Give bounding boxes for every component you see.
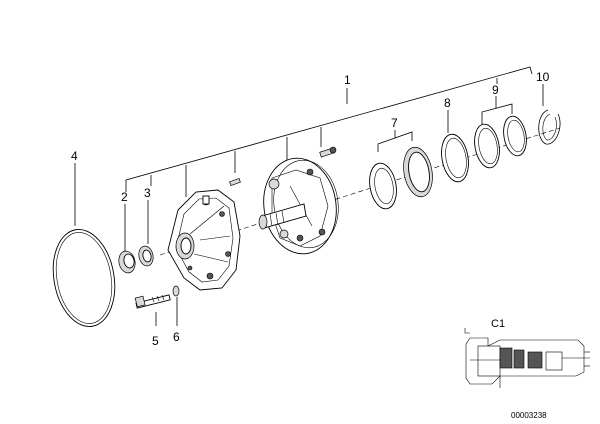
snap-ring-10 (538, 109, 561, 145)
callout-2: 2 (121, 190, 128, 204)
small-screw (319, 146, 337, 158)
inset-transmission: C1 (464, 318, 590, 388)
pump-housing-cover (167, 189, 241, 291)
callout-4: 4 (71, 149, 78, 163)
callouts: 1 2 3 4 5 6 7 8 9 10 (71, 70, 550, 348)
shaft-seal (118, 250, 136, 274)
washer (172, 285, 180, 297)
leader-lines (74, 66, 544, 326)
dowel-pin (229, 177, 241, 187)
pump-body (258, 157, 339, 255)
callout-7: 7 (391, 116, 398, 130)
callout-1: 1 (344, 73, 351, 87)
callout-8: 8 (444, 96, 451, 110)
callout-6: 6 (173, 330, 180, 344)
ring-8 (441, 133, 469, 183)
ring-set-9 (474, 115, 527, 169)
callout-9: 9 (492, 83, 499, 97)
ring-set-7 (369, 146, 433, 210)
document-id: 00003238 (511, 411, 547, 420)
callout-3: 3 (144, 186, 151, 200)
callout-10: 10 (536, 70, 550, 84)
bolt (134, 294, 171, 309)
ring-3 (138, 245, 154, 267)
callout-5: 5 (152, 334, 159, 348)
inset-label: C1 (491, 318, 505, 330)
center-axis (159, 127, 561, 256)
o-ring-large (52, 229, 116, 327)
